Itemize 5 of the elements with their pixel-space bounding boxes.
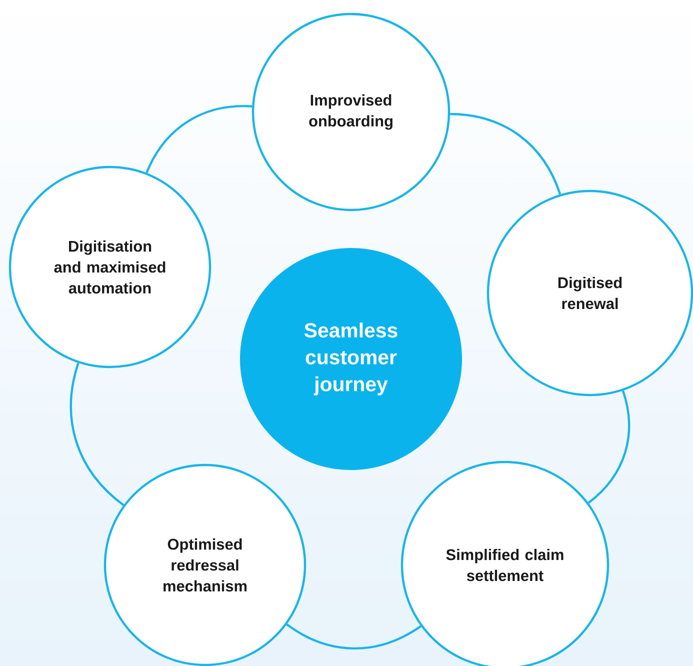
ring-arc [286,624,422,650]
ring-arc [70,362,124,506]
ring-arc [146,105,252,174]
ring-arc [588,390,630,504]
ring-arc [450,112,562,195]
